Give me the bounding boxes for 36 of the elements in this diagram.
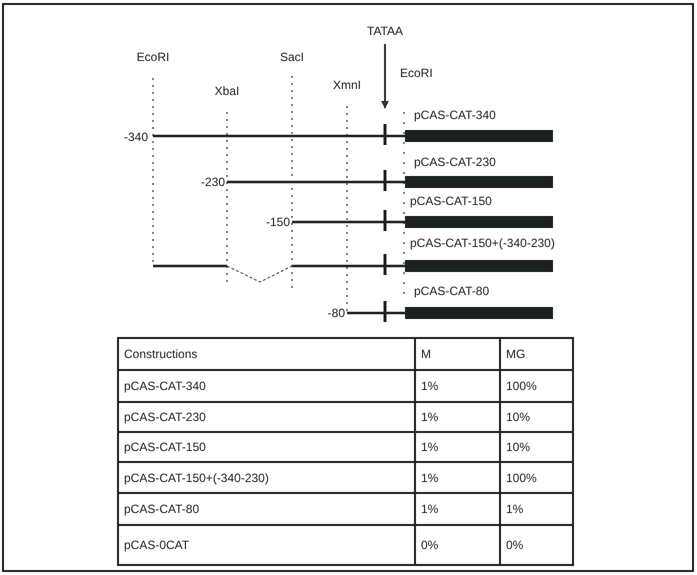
table-cell-text: 1%: [421, 440, 438, 454]
site-label: EcoRI: [400, 66, 433, 80]
position-label: -150: [266, 215, 290, 229]
table-cell-text: 1%: [506, 502, 524, 516]
construct-label: pCAS-CAT-80: [414, 284, 490, 298]
table-cell-text: 0%: [506, 538, 524, 552]
position-label: -80: [328, 306, 345, 320]
site-label: TATAA: [367, 24, 403, 38]
table-cell-text: 1%: [421, 502, 438, 516]
site-label: XmnI: [333, 78, 361, 92]
site-label: EcoRI: [136, 50, 170, 64]
table-cell-text: 1%: [421, 470, 438, 484]
construct-label: pCAS-CAT-340: [414, 108, 496, 122]
table-cell-text: 1%: [421, 410, 438, 424]
site-label: SacI: [280, 50, 304, 64]
column-header: Constructions: [124, 347, 198, 361]
position-label: -340: [124, 130, 148, 144]
table-cell-text: 10%: [506, 410, 530, 424]
table-cell-text: 0%: [421, 538, 438, 552]
column-header: MG: [506, 347, 526, 361]
construct-label: pCAS-CAT-150+(-340-230): [410, 236, 555, 250]
table-cell-text: pCAS-CAT-150: [124, 440, 206, 454]
column-header: M: [421, 347, 431, 361]
table-cell-text: pCAS-CAT-230: [124, 410, 206, 424]
position-label: -230: [200, 175, 225, 189]
site-label: XbaI: [214, 84, 240, 98]
table-cell-text: 100%: [506, 470, 537, 484]
table-cell-text: pCAS-CAT-80: [124, 502, 200, 516]
construct-label: pCAS-CAT-230: [414, 155, 496, 169]
table-cell-text: 100%: [506, 379, 537, 393]
table-cell-text: pCAS-CAT-150+(-340-230): [124, 470, 269, 484]
table-cell-text: pCAS-0CAT: [124, 538, 190, 552]
construct-label: pCAS-CAT-150: [410, 194, 492, 208]
table-cell-text: pCAS-CAT-340: [124, 379, 206, 393]
table-cell-text: 1%: [421, 379, 438, 393]
table-cell-text: 10%: [506, 440, 530, 454]
